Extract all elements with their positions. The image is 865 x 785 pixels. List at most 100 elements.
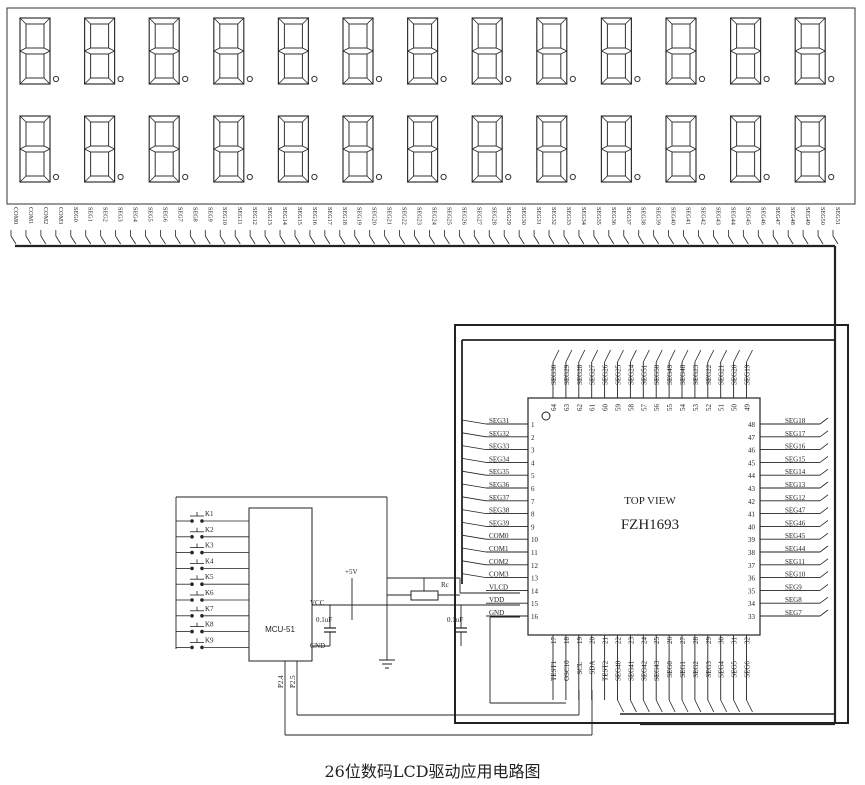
key-label: K1 (205, 510, 214, 518)
lcd-pin-lead (354, 235, 361, 245)
segment-edge (730, 77, 737, 85)
lcd-pin-lead (653, 235, 659, 245)
right-bus-tap (819, 545, 829, 553)
segment-edge (407, 145, 414, 150)
segment-edge (431, 47, 438, 52)
lcd-pin-lead (249, 235, 256, 245)
left-pin-number: 2 (531, 434, 535, 442)
left-pin-number: 12 (531, 562, 539, 570)
digit-upper-window (219, 23, 239, 49)
top-bus-tap (681, 349, 689, 363)
top-bus-tap (642, 349, 650, 363)
left-bus-tap (461, 522, 487, 527)
digit-upper-window (219, 121, 239, 147)
mcu-label: MCU-51 (265, 625, 295, 634)
segment-edge (495, 77, 503, 85)
lcd-pin-lead (473, 235, 480, 245)
segment-edge (342, 17, 350, 25)
lcd-digit (794, 17, 835, 85)
bottom-pin-number: 25 (653, 637, 661, 645)
lcd-pin-lead (563, 235, 570, 245)
lcd-pin-label: SEG42 (699, 207, 706, 225)
left-pin-label: SEG39 (489, 519, 510, 527)
right-pin-label: SEG44 (785, 545, 806, 553)
segment-edge (601, 175, 608, 183)
segment-edge (665, 77, 673, 85)
segment-edge (213, 47, 220, 52)
top-pin-number: 58 (627, 404, 635, 412)
right-bus-tap (819, 571, 829, 578)
segment-edge (471, 77, 479, 85)
top-bus-tap (552, 349, 560, 363)
left-pin-number: 3 (531, 447, 535, 455)
lcd-pin-label: SEG20 (371, 207, 378, 225)
lcd-digit (600, 115, 641, 183)
lcd-pin-lead (339, 235, 346, 245)
segment-edge (84, 148, 91, 153)
bottom-bus-tap (655, 699, 663, 713)
segment-edge (237, 77, 245, 85)
segment-edge (278, 148, 285, 153)
right-pin-label: SEG11 (785, 558, 805, 566)
lcd-pin-lead (264, 235, 271, 245)
key-contact (200, 582, 204, 586)
segment-edge (754, 47, 761, 52)
segment-edge (625, 115, 632, 123)
lcd-pin-lead (817, 235, 824, 245)
digit-upper-window (413, 121, 433, 147)
lcd-pin-label: SEG25 (445, 207, 452, 225)
segment-edge (213, 77, 221, 85)
segment-edge (19, 148, 27, 153)
right-bus-tap (819, 520, 829, 527)
bottom-pin-number: 30 (718, 637, 726, 645)
digit-upper-window (736, 23, 756, 49)
top-bus-tap (694, 349, 702, 363)
segment-edge (149, 148, 156, 153)
segment-edge (84, 77, 91, 85)
right-pin-label: SEG17 (785, 430, 806, 438)
digit-outline (277, 17, 309, 85)
digit-outline (213, 17, 245, 85)
bottom-bus-tap (681, 699, 689, 713)
segment-edge (278, 115, 285, 123)
segment-edge (213, 115, 221, 123)
segment-edge (302, 145, 309, 150)
segment-edge (472, 148, 479, 153)
segment-edge (278, 50, 285, 55)
bottom-bus-tap (642, 699, 650, 713)
digit-lower-window (606, 53, 626, 79)
left-pin-number: 8 (531, 511, 535, 519)
key-contact (200, 519, 204, 523)
decimal-point (698, 173, 706, 181)
segment-edge (366, 145, 374, 150)
left-pin-number: 6 (531, 485, 535, 493)
digit-upper-window (348, 121, 368, 147)
mcu-circuit: MCU-51 VCC GND P2.4 P2.5 K1K2K3K4K5K6K7K… (175, 496, 593, 736)
segment-edge (495, 175, 503, 183)
right-pin-label: SEG45 (785, 532, 806, 540)
segment-edge (536, 47, 543, 52)
segment-edge (795, 47, 802, 52)
bottom-pin-label: OSC10 (563, 660, 571, 681)
left-bus-tap (461, 547, 487, 553)
top-pin-label: SEG24 (627, 364, 635, 385)
lcd-pin-lead (459, 235, 465, 245)
top-pin-label: SEG30 (550, 364, 558, 385)
cap2-label: 0.1uF (447, 616, 463, 624)
bottom-pin-number: 32 (744, 637, 752, 645)
segment-edge (237, 115, 245, 123)
segment-edge (172, 77, 180, 85)
right-bus-tap (819, 494, 829, 502)
digit-upper-window (800, 23, 820, 49)
figure-caption: 26位数码LCD驱动应用电路图 (324, 762, 541, 781)
segment-edge (818, 17, 826, 25)
top-pin-number: 62 (576, 404, 584, 412)
segment-edge (278, 77, 285, 85)
decimal-point (375, 173, 383, 181)
left-pin-number: 9 (531, 523, 535, 531)
digit-lower-window (800, 53, 820, 79)
lcd-pin-label: SEG30 (520, 207, 527, 225)
segment-edge (278, 145, 285, 150)
lcd-pin-label: SEG47 (774, 207, 781, 225)
